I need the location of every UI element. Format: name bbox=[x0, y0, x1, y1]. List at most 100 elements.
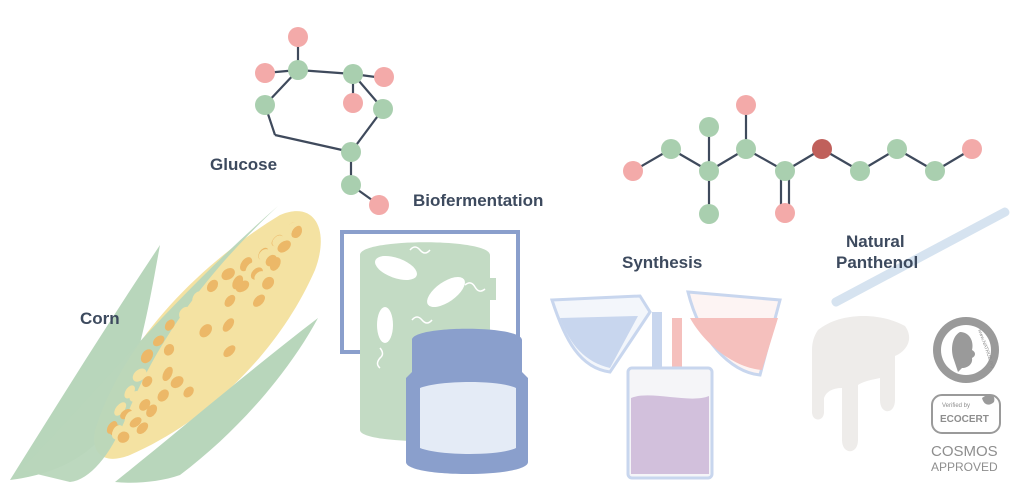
cosmos-text: COSMOS bbox=[931, 443, 998, 460]
corn-kernel bbox=[198, 348, 211, 363]
corn-kernel bbox=[199, 324, 212, 338]
corn-kernel bbox=[146, 404, 158, 418]
atom bbox=[623, 161, 643, 181]
atom bbox=[373, 99, 393, 119]
corn-kernel bbox=[117, 431, 130, 443]
flask-left-liquid bbox=[560, 316, 638, 368]
corn-kernels bbox=[106, 218, 303, 443]
blue-tank-window bbox=[420, 382, 516, 454]
corn-kernel bbox=[222, 318, 235, 332]
corn-kernel bbox=[242, 311, 254, 323]
flagellum bbox=[409, 246, 431, 254]
atom bbox=[775, 161, 795, 181]
atom bbox=[374, 67, 394, 87]
corn-leaf-back bbox=[10, 245, 160, 480]
atom bbox=[736, 139, 756, 159]
dipper-stick bbox=[831, 207, 1010, 307]
atom bbox=[775, 203, 795, 223]
corn-kernel bbox=[176, 330, 189, 343]
corn-kernel bbox=[269, 257, 281, 271]
corn-kernel bbox=[189, 315, 201, 328]
natural-panthenol-label-line1: Natural bbox=[846, 232, 905, 251]
corn-kernel bbox=[185, 363, 199, 376]
corn-kernel bbox=[136, 422, 149, 435]
flagellum bbox=[376, 347, 384, 369]
corn-kernel bbox=[203, 301, 214, 314]
corn-kernel bbox=[187, 340, 200, 351]
corn-kernel bbox=[142, 376, 153, 388]
corn-kernel bbox=[129, 417, 142, 428]
synthesis-illustration bbox=[549, 290, 782, 480]
corn-kernel bbox=[252, 294, 266, 307]
corn-kernel bbox=[150, 358, 164, 372]
corn-kernel bbox=[157, 389, 169, 402]
leaf-icon bbox=[982, 394, 995, 405]
glucose-atoms bbox=[255, 27, 394, 215]
atom bbox=[661, 139, 681, 159]
corn-kernel bbox=[235, 328, 246, 342]
natrue-badge: www.NATRUE.org bbox=[933, 317, 999, 383]
corn-kernel bbox=[192, 291, 203, 305]
corn-kernel bbox=[139, 399, 151, 411]
bacterium bbox=[427, 276, 465, 308]
atom bbox=[887, 139, 907, 159]
atom bbox=[736, 95, 756, 115]
atom bbox=[812, 139, 832, 159]
natural-panthenol-label-line2: Panthenol bbox=[836, 253, 918, 272]
corn-kernel bbox=[140, 349, 154, 364]
flagellum bbox=[464, 282, 486, 292]
atom bbox=[343, 93, 363, 113]
stream-blue bbox=[652, 312, 662, 400]
corn-kernel bbox=[174, 352, 185, 366]
corn-kernel bbox=[262, 276, 275, 290]
corn-kernel bbox=[129, 391, 141, 402]
corn-leaf-right bbox=[115, 318, 318, 483]
corn-kernel bbox=[212, 334, 224, 348]
atom bbox=[699, 161, 719, 181]
corn-kernel bbox=[223, 345, 236, 358]
corn-kernel bbox=[278, 240, 291, 253]
corn-kernel bbox=[235, 280, 250, 293]
corn-kernel bbox=[211, 360, 223, 372]
panthenol-molecule bbox=[632, 105, 973, 214]
corn-kernel bbox=[149, 382, 162, 396]
corn-kernel bbox=[291, 225, 302, 238]
flask-right-liquid bbox=[690, 318, 778, 370]
corn-illustration bbox=[10, 206, 321, 483]
bacterium bbox=[377, 307, 393, 343]
atom bbox=[925, 161, 945, 181]
natural-panthenol-illustration bbox=[812, 207, 1010, 452]
ecocert-badge: Verified by ECOCERT bbox=[931, 394, 1001, 434]
atom bbox=[255, 63, 275, 83]
atom bbox=[699, 204, 719, 224]
bacterium bbox=[375, 255, 417, 281]
face-profile-icon bbox=[952, 332, 975, 372]
atom bbox=[341, 175, 361, 195]
atom bbox=[255, 95, 275, 115]
atom bbox=[288, 27, 308, 47]
synthesis-label: Synthesis bbox=[622, 253, 702, 272]
corn-kernel bbox=[168, 399, 182, 412]
atom bbox=[343, 64, 363, 84]
corn-kernel bbox=[170, 376, 184, 389]
atom bbox=[699, 117, 719, 137]
corn-kernel bbox=[163, 344, 175, 356]
atom bbox=[850, 161, 870, 181]
corn-kernel bbox=[233, 301, 245, 316]
corn-kernel bbox=[254, 271, 266, 282]
approved-text: APPROVED bbox=[931, 460, 998, 474]
honey-drip bbox=[812, 315, 910, 452]
ecocert-text: ECOCERT bbox=[940, 414, 989, 425]
biofermentation-label: Biofermentation bbox=[413, 191, 543, 210]
corn-kernel bbox=[164, 319, 175, 331]
corn-leaf-left bbox=[20, 206, 278, 482]
corn-kernel bbox=[114, 402, 127, 416]
corn-kernel bbox=[183, 386, 194, 398]
atom bbox=[341, 142, 361, 162]
atom bbox=[288, 60, 308, 80]
beaker-liquid bbox=[631, 395, 709, 474]
corn-kernel bbox=[162, 366, 173, 382]
atom bbox=[369, 195, 389, 215]
glucose-label: Glucose bbox=[210, 155, 277, 174]
